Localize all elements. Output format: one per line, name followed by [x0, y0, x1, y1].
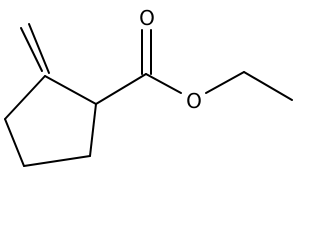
- methylene-double-bond-outer: [20, 27, 43, 72]
- methylene-double-bond-inner: [28, 23, 50, 74]
- bond-ring-to-carbonyl: [95, 73, 147, 105]
- ring-bond-c4-c3: [4, 118, 25, 167]
- structure-canvas: O O: [4, 6, 293, 167]
- bond-ch2-to-ch3: [243, 71, 293, 101]
- ring-bond-c1-c5: [89, 103, 97, 157]
- ring-bond-c2-c1: [44, 75, 97, 105]
- carbonyl-oxygen-label: O: [139, 6, 155, 30]
- ester-oxygen-label: O: [186, 89, 202, 113]
- ring-bond-c3-c2: [4, 75, 46, 120]
- ring-bond-c5-c4: [23, 155, 91, 167]
- bond-ester-oxygen-to-ch2: [205, 71, 245, 94]
- molecule-structure: O O: [4, 6, 293, 167]
- bond-carbonyl-to-ester-oxygen: [145, 73, 182, 94]
